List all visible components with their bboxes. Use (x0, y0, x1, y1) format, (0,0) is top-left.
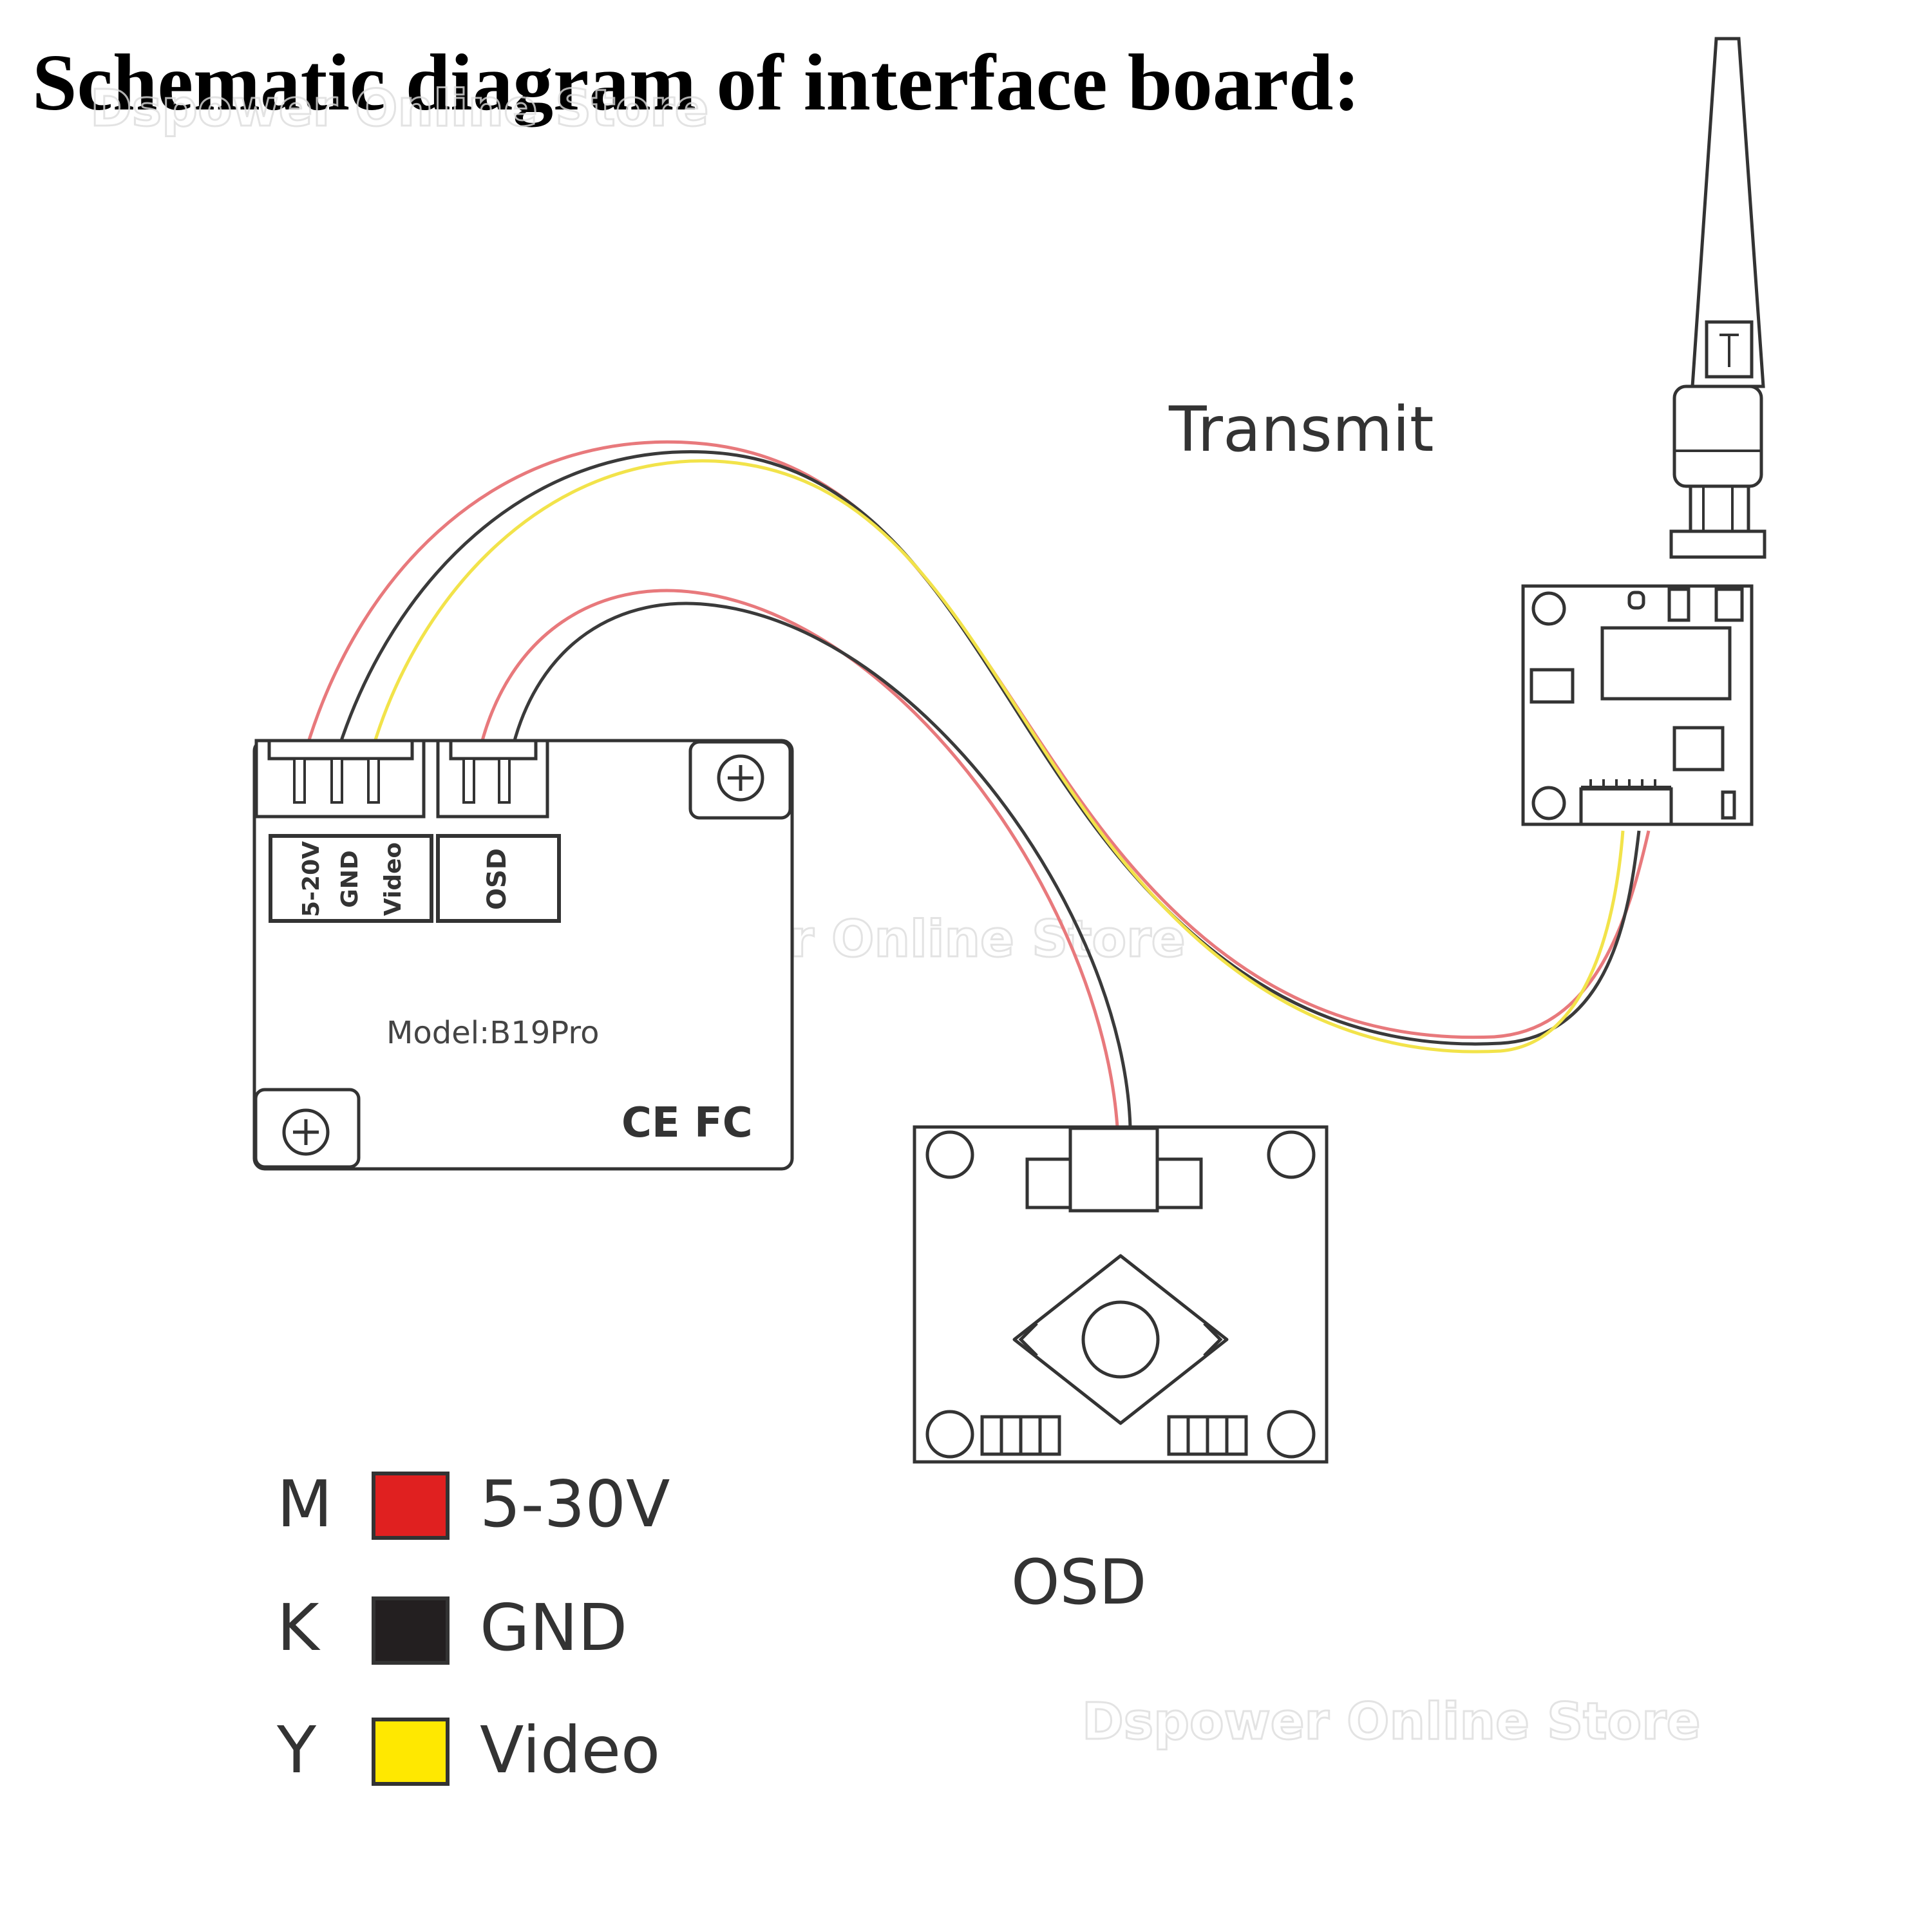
interface-board: 5-20V GND Video OSD Model:B19Pro CE FC (252, 739, 794, 1171)
wire-video-to-transmitter (370, 459, 1625, 1054)
osd-mount-hole (1267, 1410, 1316, 1459)
mount-hole-bottom-left (254, 1088, 361, 1169)
osd-mount-hole (925, 1410, 974, 1459)
osd-port-label-box (436, 834, 561, 923)
three-pin-connector (254, 739, 426, 819)
mount-hole-frame (688, 740, 792, 820)
wire-osd-black (510, 601, 1132, 1128)
legend-code: K (277, 1590, 321, 1665)
sma-connector-base (1669, 529, 1766, 559)
legend-label: Video (480, 1712, 660, 1788)
tx-mount-hole (1531, 591, 1566, 626)
tx-pad (1667, 587, 1690, 622)
legend-swatch (372, 1718, 450, 1786)
tx-pad (1627, 591, 1645, 610)
osd-mount-hole (925, 1130, 974, 1179)
sma-connector (1689, 484, 1750, 533)
board-model-label: Model:B19Pro (386, 1015, 599, 1051)
mount-hole-circle (282, 1108, 330, 1156)
sma-connector-line (1702, 486, 1734, 531)
legend-item-video: Y Video (276, 1712, 660, 1788)
wire-legend: M 5-30V K GND Y Video (276, 1466, 670, 1788)
tx-pad (1714, 587, 1744, 622)
osd-board-label: OSD (1011, 1546, 1146, 1618)
legend-swatch (372, 1472, 450, 1540)
mount-hole-circle (717, 754, 764, 802)
transmitter-label: Transmit (1168, 393, 1434, 466)
legend-label: 5-30V (480, 1466, 670, 1542)
osd-pin-2 (498, 757, 511, 804)
osd-mount-hole (1267, 1130, 1316, 1179)
tx-shield-chip (1600, 626, 1732, 701)
pin-1 (293, 757, 306, 804)
legend-item-power: M 5-30V (277, 1466, 670, 1542)
mount-hole-frame (254, 1088, 361, 1169)
transmitter-connector (1579, 787, 1673, 826)
transmitter-board (1521, 584, 1754, 826)
legend-item-gnd: K GND (277, 1590, 627, 1665)
osd-connector-plug (1068, 1126, 1159, 1213)
osd-port-label: OSD (482, 848, 512, 910)
two-pin-connector (436, 739, 549, 819)
certification-marks: CE FC (621, 1099, 753, 1147)
wire-osd-red (478, 589, 1119, 1128)
osd-button-icon (1081, 1300, 1160, 1379)
legend-label: GND (480, 1590, 627, 1665)
watermark-top: Dspower Online Store (90, 80, 709, 138)
wire-bundle (304, 440, 1651, 1128)
pin-label-video: Video (380, 842, 406, 916)
pin-label-box (269, 834, 433, 923)
tx-small-chip (1530, 668, 1575, 704)
transmitter-connector-pins (1581, 779, 1671, 789)
legend-swatch (372, 1596, 450, 1665)
plus-icon (293, 1119, 319, 1145)
osd-pad-dividers (999, 1417, 1042, 1454)
antenna-label-mark (1719, 334, 1739, 367)
mount-hole-top-right (688, 740, 792, 820)
antenna-label-box (1705, 320, 1754, 379)
watermark-bottom: Dspower Online Store (1082, 1693, 1701, 1751)
osd-pad-dividers (1186, 1417, 1229, 1454)
pin-2 (330, 757, 343, 804)
page-title: Schematic diagram of interface board: (32, 39, 1360, 128)
legend-code: Y (276, 1712, 317, 1788)
osd-button-shoulders (1018, 1322, 1223, 1357)
tx-mount-hole (1531, 786, 1566, 820)
tx-pad (1721, 790, 1736, 820)
pin-3 (367, 757, 380, 804)
pin-label-power: 5-20V (298, 841, 325, 917)
tx-small-chip (1672, 726, 1725, 772)
pin-label-gnd: GND (337, 850, 363, 908)
plus-icon (728, 765, 753, 791)
osd-board (913, 1125, 1329, 1464)
antenna-icon (1690, 37, 1765, 388)
antenna-collar (1672, 384, 1763, 488)
osd-pin-1 (462, 757, 475, 804)
legend-code: M (277, 1466, 332, 1542)
transmitter (1521, 37, 1766, 826)
